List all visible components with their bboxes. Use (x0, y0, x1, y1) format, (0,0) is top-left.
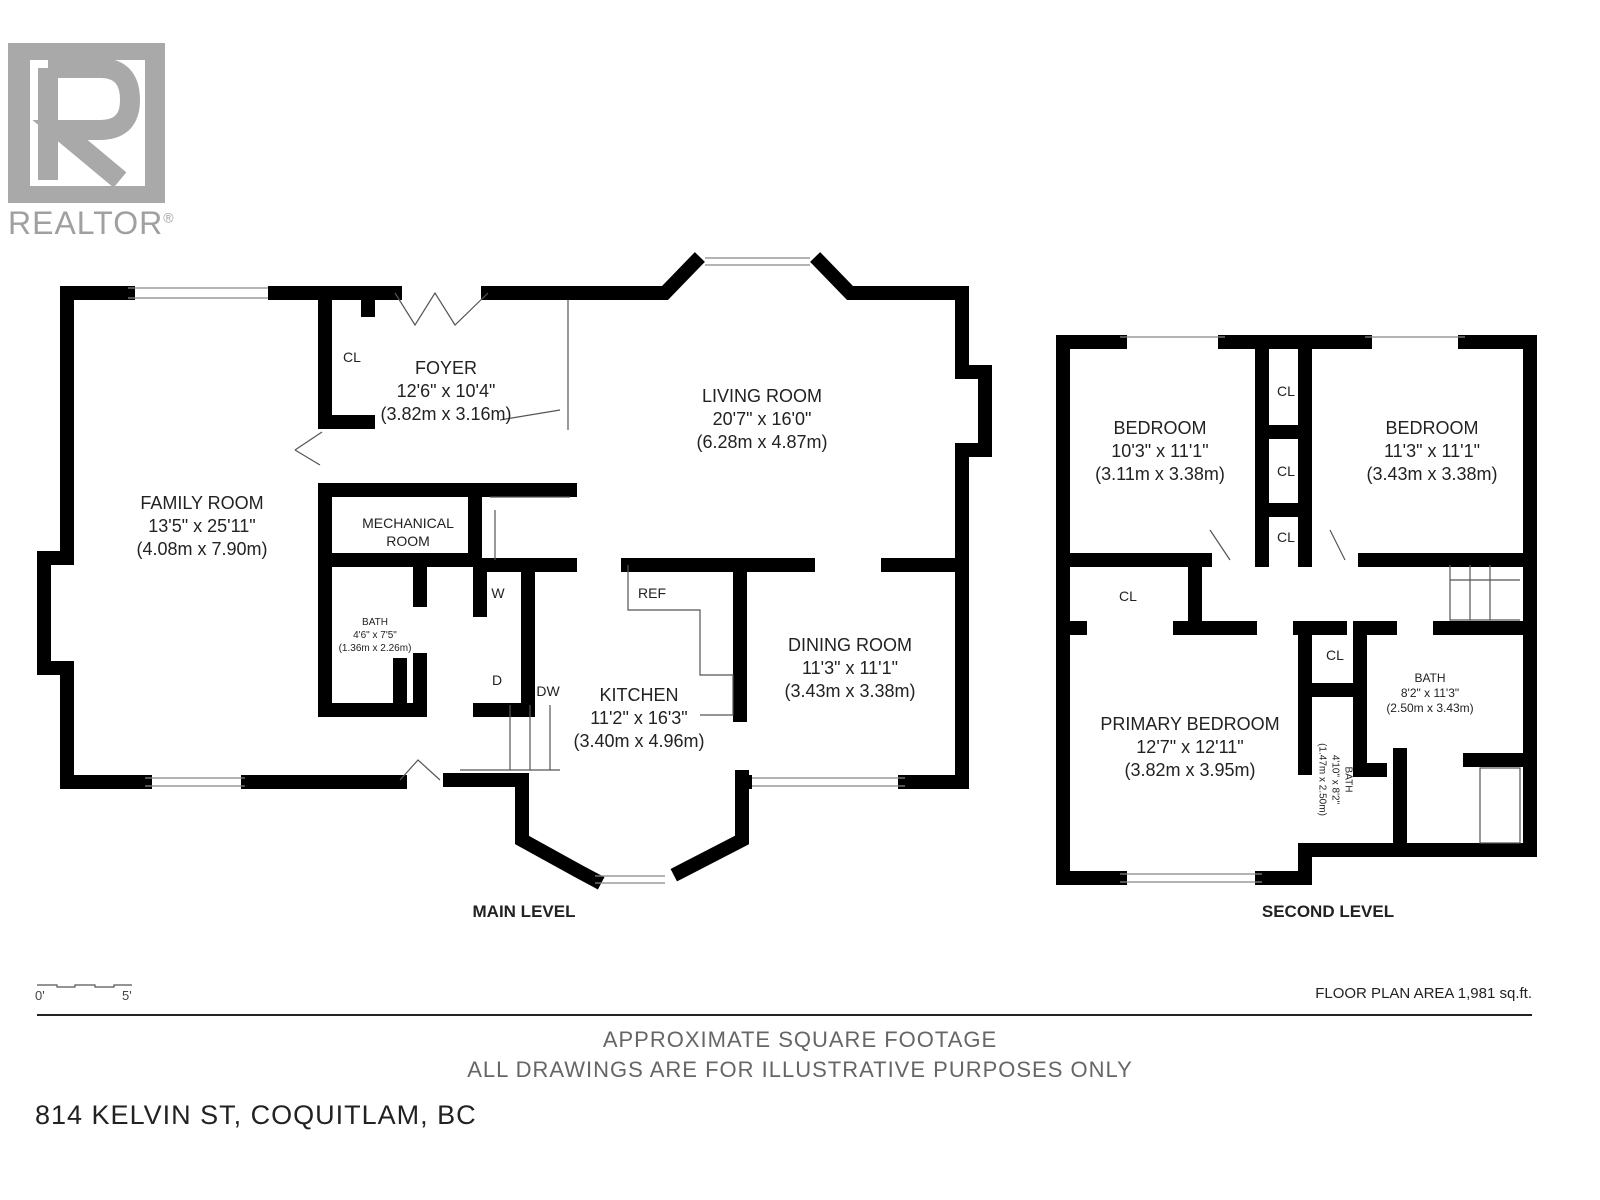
second-level-walls (1056, 335, 1537, 885)
disclaimer-line-2: ALL DRAWINGS ARE FOR ILLUSTRATIVE PURPOS… (467, 1057, 1133, 1082)
second-level-title: SECOND LEVEL (1261, 902, 1395, 921)
closet-3: CL (1277, 529, 1295, 545)
closet-2: CL (1277, 463, 1295, 479)
property-address: 814 KELVIN ST, COQUITLAM, BC (35, 1100, 477, 1130)
scale-end: 5' (122, 988, 132, 1003)
disclaimer-line-1: APPROXIMATE SQUARE FOOTAGE (602, 1027, 998, 1052)
floor-plan-area: FLOOR PLAN AREA 1,981 sq.ft. (1315, 985, 1532, 1002)
logo-mark: ® (163, 209, 175, 226)
closet-1: CL (1277, 383, 1295, 399)
realtor-logo-text: REALTOR® (8, 205, 175, 242)
dishwasher: DW (536, 683, 560, 699)
dryer: D (491, 672, 503, 688)
refrigerator: REF (638, 585, 666, 601)
scale-start: 0' (35, 988, 45, 1003)
realtor-logo (8, 43, 165, 203)
main-level-title: MAIN LEVEL (472, 902, 576, 921)
washer: W (491, 585, 505, 601)
closet-5: CL (1326, 647, 1344, 663)
room-mechanical: MECHANICAL ROOM (362, 515, 454, 549)
scale-bar (37, 984, 132, 988)
main-level-walls (37, 252, 992, 890)
foyer-closet: CL (343, 349, 361, 365)
logo-word: REALTOR (8, 205, 164, 241)
closet-4: CL (1119, 588, 1137, 604)
